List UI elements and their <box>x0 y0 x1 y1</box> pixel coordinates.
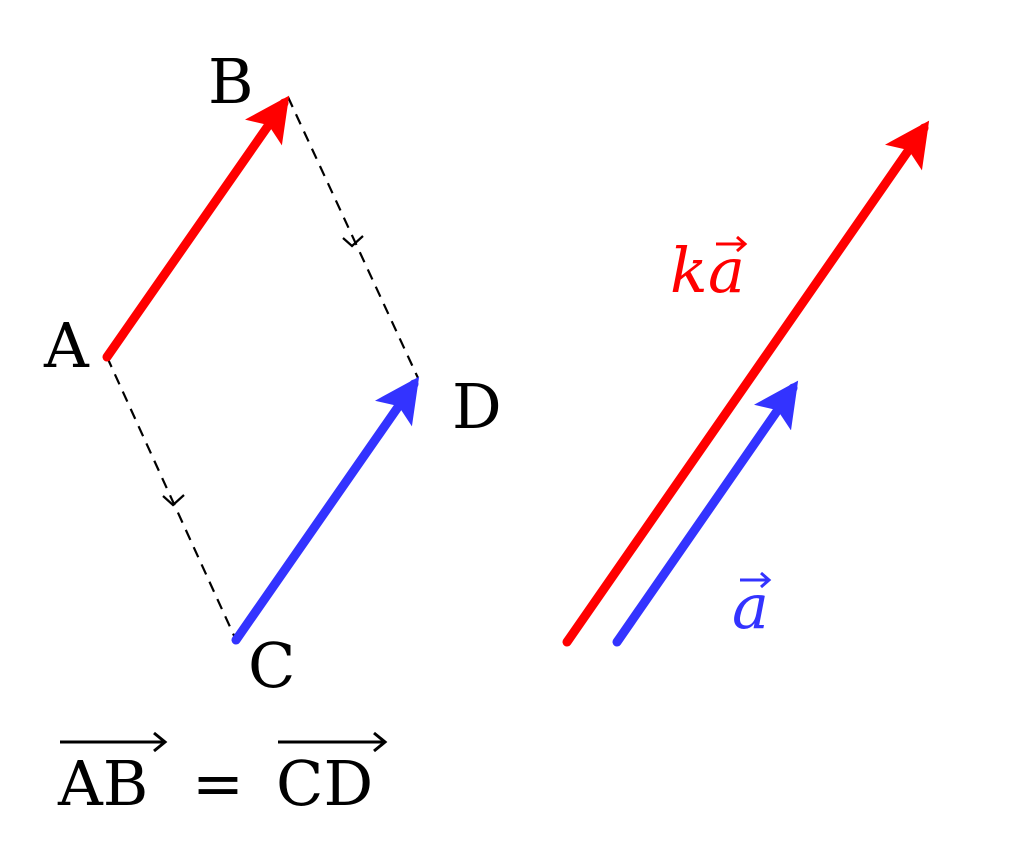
dashed-arrow-bd-icon <box>342 235 364 248</box>
vector-cd <box>231 376 420 645</box>
equation-right: CD <box>276 747 373 820</box>
label-d: D <box>452 370 502 443</box>
label-c: C <box>248 629 295 702</box>
label-a-vector: a <box>732 570 769 643</box>
equation-equals: = <box>192 747 244 820</box>
ka-arrow-accent-icon <box>716 235 748 253</box>
vector-ka <box>562 120 930 647</box>
vector-ab <box>102 95 290 362</box>
equation-right-arrow-icon <box>278 731 388 753</box>
label-ka-a: a <box>708 234 745 307</box>
label-k: k <box>670 234 708 307</box>
dashed-line-bd <box>287 96 419 379</box>
vector-a <box>612 380 799 647</box>
dashed-arrow-ac-icon <box>162 494 185 507</box>
a-arrow-accent-icon <box>740 571 772 589</box>
label-a: A <box>43 309 90 382</box>
label-b: B <box>208 45 254 118</box>
equation-left: AB <box>57 747 148 820</box>
dashed-line-ac <box>105 356 238 641</box>
equation-left-arrow-icon <box>60 731 168 753</box>
